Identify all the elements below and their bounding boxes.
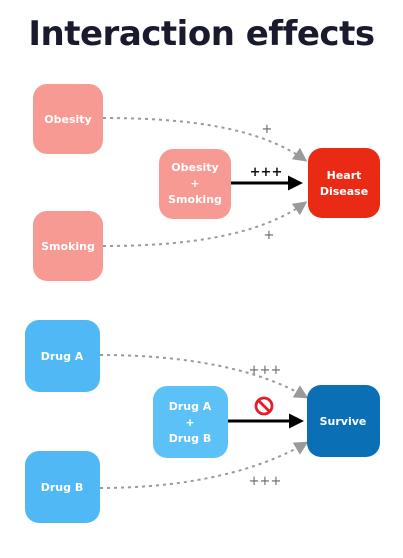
no-entry-icon bbox=[254, 396, 274, 416]
node-drug-a-plus-drug-b: Drug A + Drug B bbox=[153, 386, 228, 458]
node-combined-line2: + bbox=[190, 177, 199, 190]
node-drug-a: Drug A bbox=[25, 320, 100, 392]
edge-label-drug-a: +++ bbox=[249, 363, 282, 378]
node-survive: Survive bbox=[307, 385, 380, 457]
node-heart-disease-line2: Disease bbox=[320, 185, 368, 198]
edge-label-obesity: + bbox=[262, 122, 273, 137]
edge-label-drug-b: +++ bbox=[249, 474, 282, 489]
node-obesity-label: Obesity bbox=[44, 113, 91, 126]
node-obesity: Obesity bbox=[33, 84, 103, 154]
node-drug-a-label: Drug A bbox=[41, 350, 84, 363]
node-drug-b: Drug B bbox=[25, 451, 100, 523]
diagram-title: Interaction effects bbox=[28, 14, 375, 54]
node-combined-drugs-line3: Drug B bbox=[169, 432, 211, 445]
edge-label-combined: +++ bbox=[250, 165, 283, 180]
node-survive-label: Survive bbox=[320, 415, 367, 428]
node-combined-line3: Smoking bbox=[168, 193, 222, 206]
node-heart-disease-line1: Heart bbox=[327, 169, 362, 182]
edge-label-smoking: + bbox=[264, 228, 275, 243]
node-heart-disease: Heart Disease bbox=[308, 148, 380, 218]
node-combined-line1: Obesity bbox=[171, 161, 218, 174]
edge-drug-b-to-survive bbox=[99, 441, 309, 489]
node-obesity-plus-smoking: Obesity + Smoking bbox=[159, 149, 231, 219]
node-smoking-label: Smoking bbox=[41, 240, 95, 253]
node-combined-drugs-line2: + bbox=[185, 416, 194, 429]
node-smoking: Smoking bbox=[33, 211, 103, 281]
node-drug-b-label: Drug B bbox=[41, 481, 83, 494]
node-combined-drugs-line1: Drug A bbox=[169, 400, 212, 413]
edge-drug-a-to-survive bbox=[99, 354, 309, 399]
